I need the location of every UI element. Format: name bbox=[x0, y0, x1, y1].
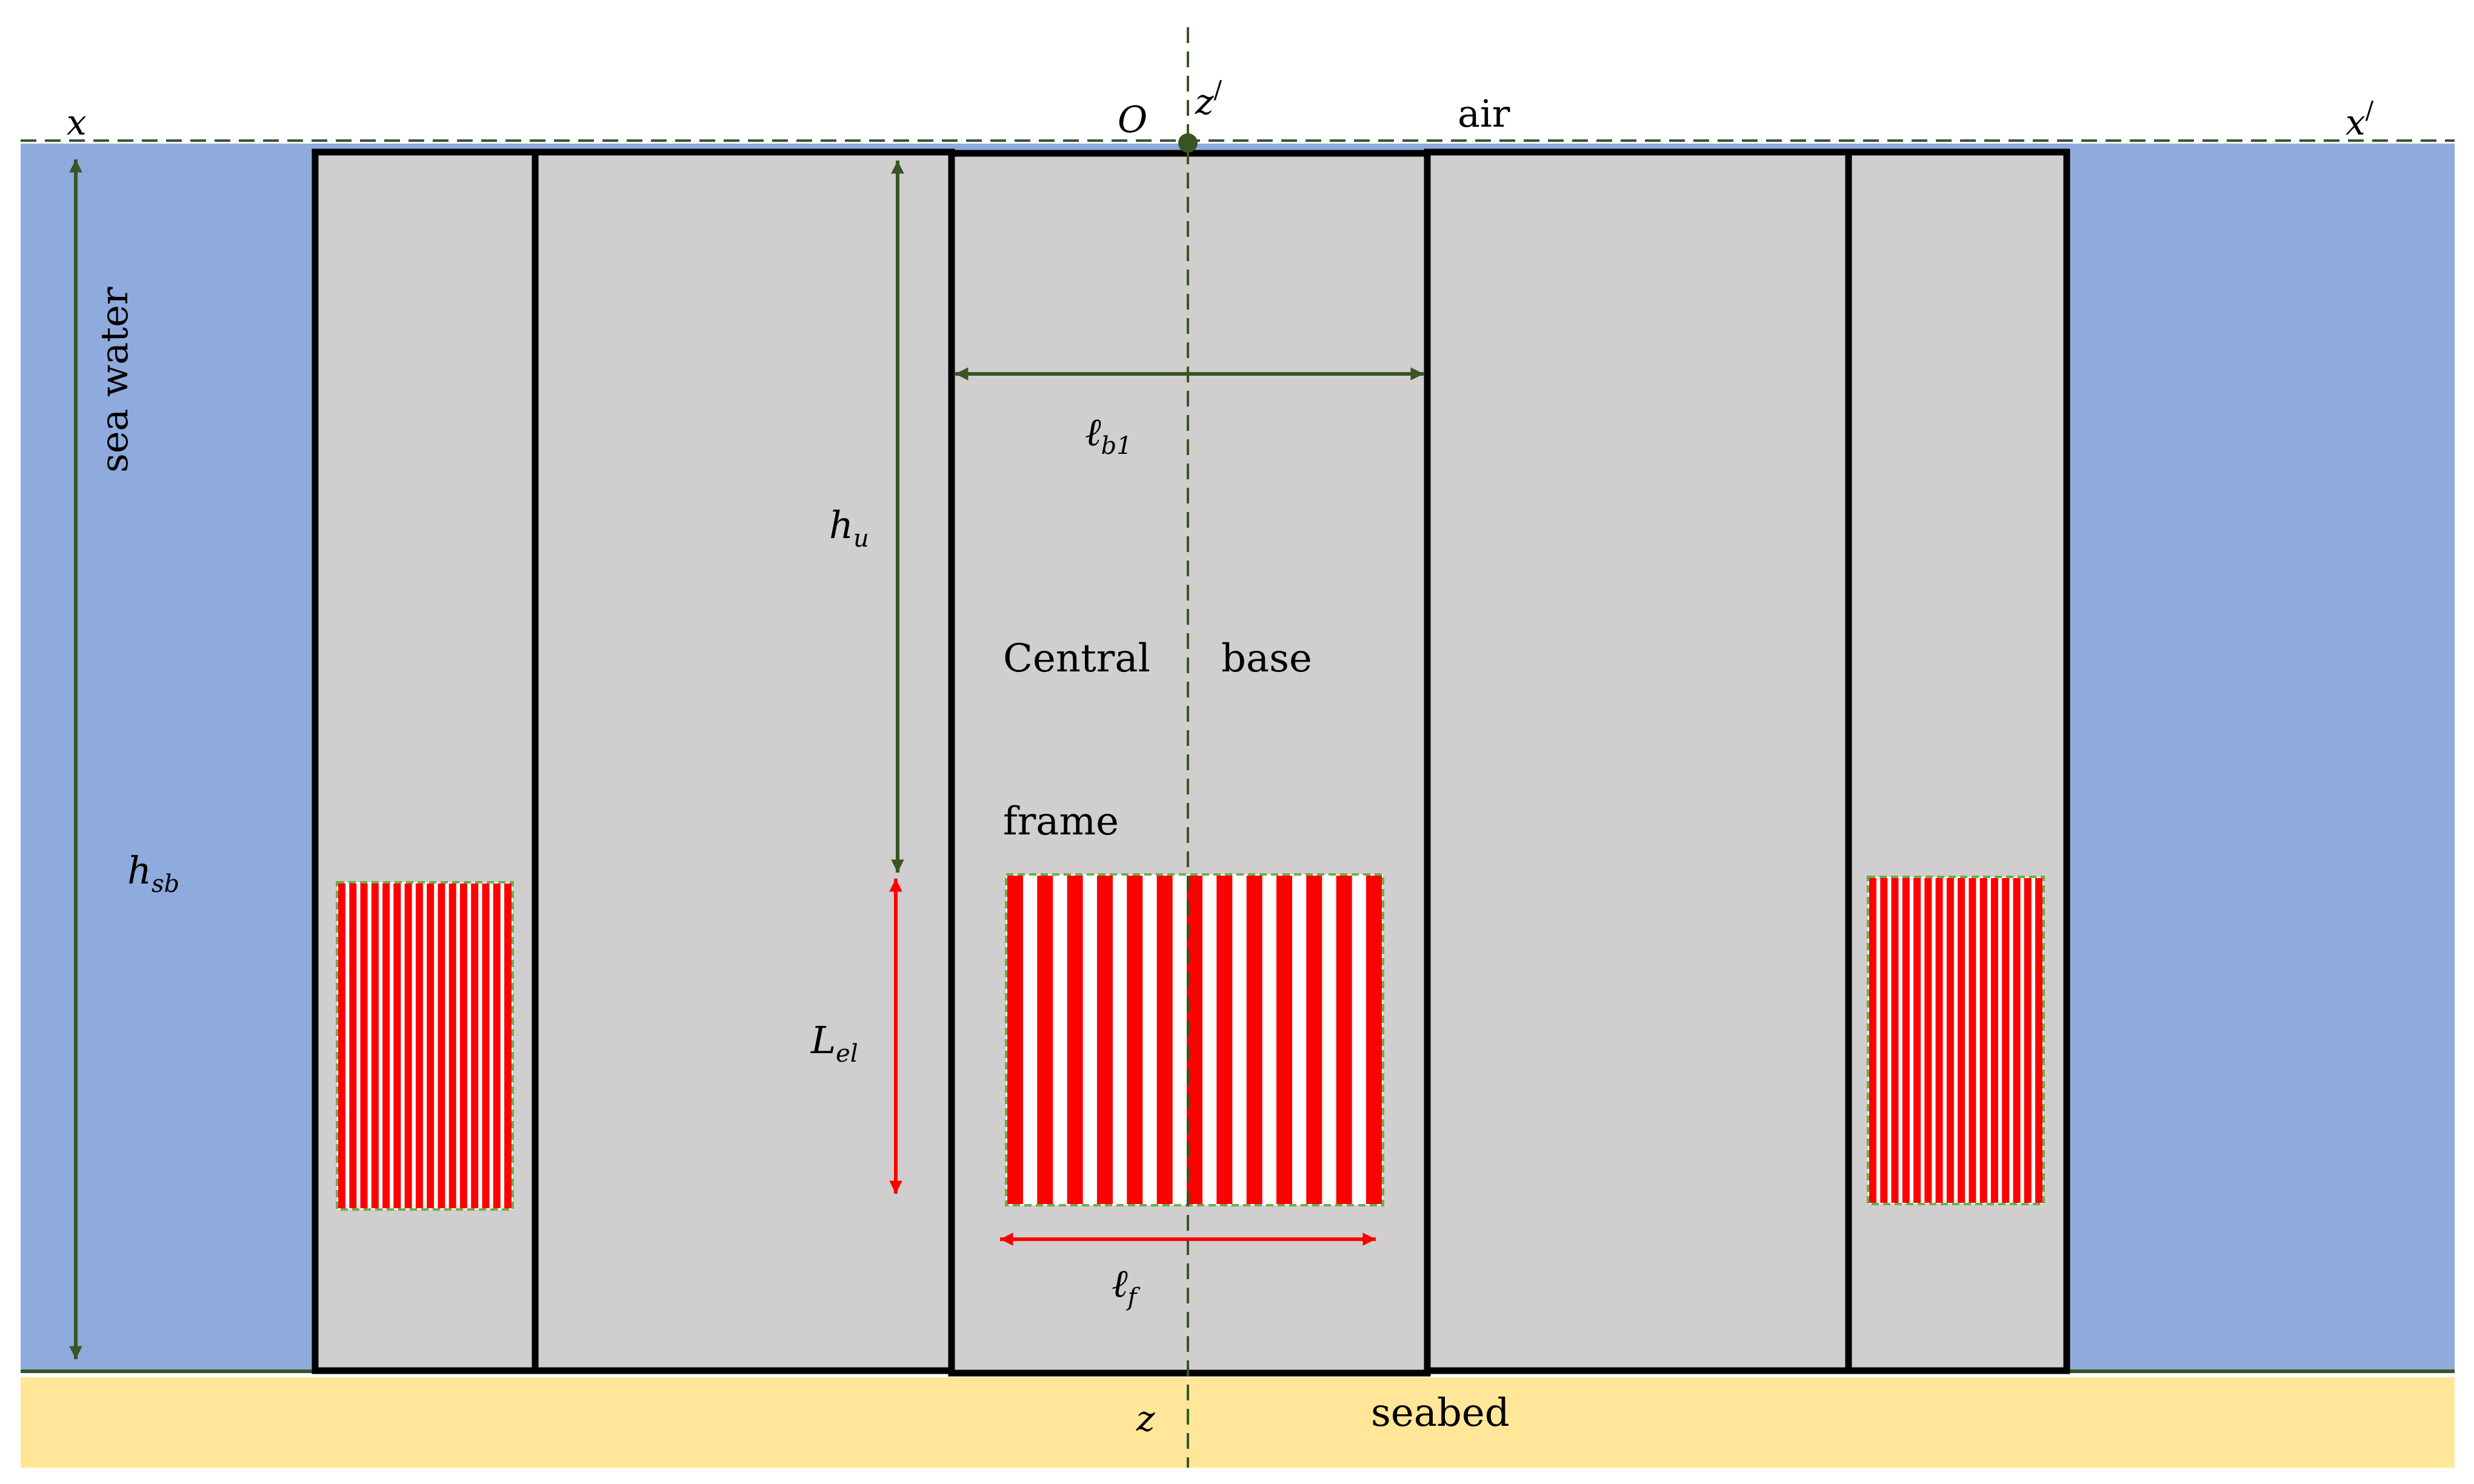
electrode-stripe bbox=[415, 883, 423, 1208]
electrode-stripe bbox=[393, 883, 401, 1208]
electrode-stripe bbox=[448, 883, 456, 1208]
electrode-stripe bbox=[338, 883, 345, 1208]
electrode-stripe bbox=[1869, 878, 1876, 1203]
electrode-stripe bbox=[1306, 876, 1322, 1204]
z-prime-label: z/ bbox=[1195, 76, 1222, 122]
sea-water-label: sea water bbox=[92, 287, 136, 473]
electrode-stripe bbox=[371, 883, 379, 1208]
electrode-stripe bbox=[1156, 876, 1173, 1204]
l-b1-label: ℓb1 bbox=[1085, 410, 1132, 460]
electrode-array-right bbox=[1867, 876, 2045, 1205]
electrode-stripe bbox=[404, 883, 412, 1208]
electrode-stripe bbox=[2024, 878, 2032, 1203]
seabed-label: seabed bbox=[1371, 1391, 1510, 1436]
L-el-label: Lel bbox=[810, 1018, 858, 1068]
frame-text: frame bbox=[1003, 799, 1119, 844]
electrode-stripe bbox=[471, 883, 479, 1208]
electrode-stripe bbox=[1276, 876, 1292, 1204]
origin-label: O bbox=[1118, 99, 1147, 141]
electrode-stripe bbox=[504, 883, 512, 1208]
electrode-stripe bbox=[1924, 878, 1932, 1203]
electrode-stripe bbox=[349, 883, 357, 1208]
h-u-label: hu bbox=[829, 503, 869, 553]
electrode-stripe bbox=[1958, 878, 1966, 1203]
z-axis-label: z bbox=[1136, 1398, 1155, 1439]
x-axis-label: x bbox=[67, 102, 87, 143]
x-prime-label: x/ bbox=[2346, 97, 2374, 143]
electrode-stripe bbox=[1007, 876, 1023, 1204]
h-sb-label: hsb bbox=[127, 848, 179, 898]
electrode-stripe bbox=[1891, 878, 1899, 1203]
electrode-stripe bbox=[1902, 878, 1910, 1203]
electrode-stripe bbox=[1097, 876, 1113, 1204]
electrode-stripe bbox=[1979, 878, 1987, 1203]
air-label: air bbox=[1458, 92, 1510, 136]
electrode-stripe bbox=[2013, 878, 2021, 1203]
electrode-stripe bbox=[382, 883, 390, 1208]
support-structure bbox=[312, 148, 2070, 1377]
electrode-stripe bbox=[459, 883, 467, 1208]
electrode-stripe bbox=[1187, 876, 1202, 1204]
left-inner-column bbox=[532, 148, 955, 1374]
base-text: base bbox=[1221, 636, 1312, 681]
electrode-stripe bbox=[438, 883, 445, 1208]
electrode-stripe bbox=[482, 883, 490, 1208]
electrode-stripe bbox=[1913, 878, 1921, 1203]
electrode-stripe bbox=[1990, 878, 1998, 1203]
electrode-stripe bbox=[1216, 876, 1233, 1204]
electrode-stripe bbox=[1127, 876, 1143, 1204]
electrode-stripe bbox=[1067, 876, 1083, 1204]
electrode-stripe bbox=[1366, 876, 1382, 1204]
origin-point bbox=[1178, 133, 1198, 153]
electrode-stripe bbox=[2035, 878, 2042, 1203]
seabed-region bbox=[21, 1377, 2455, 1468]
electrode-stripe bbox=[1946, 878, 1954, 1203]
electrode-stripe bbox=[1037, 876, 1053, 1204]
electrode-stripe bbox=[1935, 878, 1943, 1203]
electrode-stripe bbox=[1336, 876, 1352, 1204]
electrode-array-center bbox=[1005, 873, 1384, 1206]
electrode-stripe bbox=[2002, 878, 2010, 1203]
electrode-stripe bbox=[427, 883, 435, 1208]
electrode-stripe bbox=[1880, 878, 1888, 1203]
central-text: Central bbox=[1003, 636, 1150, 681]
electrode-array-left bbox=[336, 881, 514, 1211]
electrode-stripe bbox=[1246, 876, 1262, 1204]
right-inner-column bbox=[1424, 148, 1852, 1374]
electrode-stripe bbox=[360, 883, 368, 1208]
electrode-stripe bbox=[1969, 878, 1976, 1203]
electrode-stripe bbox=[493, 883, 501, 1208]
